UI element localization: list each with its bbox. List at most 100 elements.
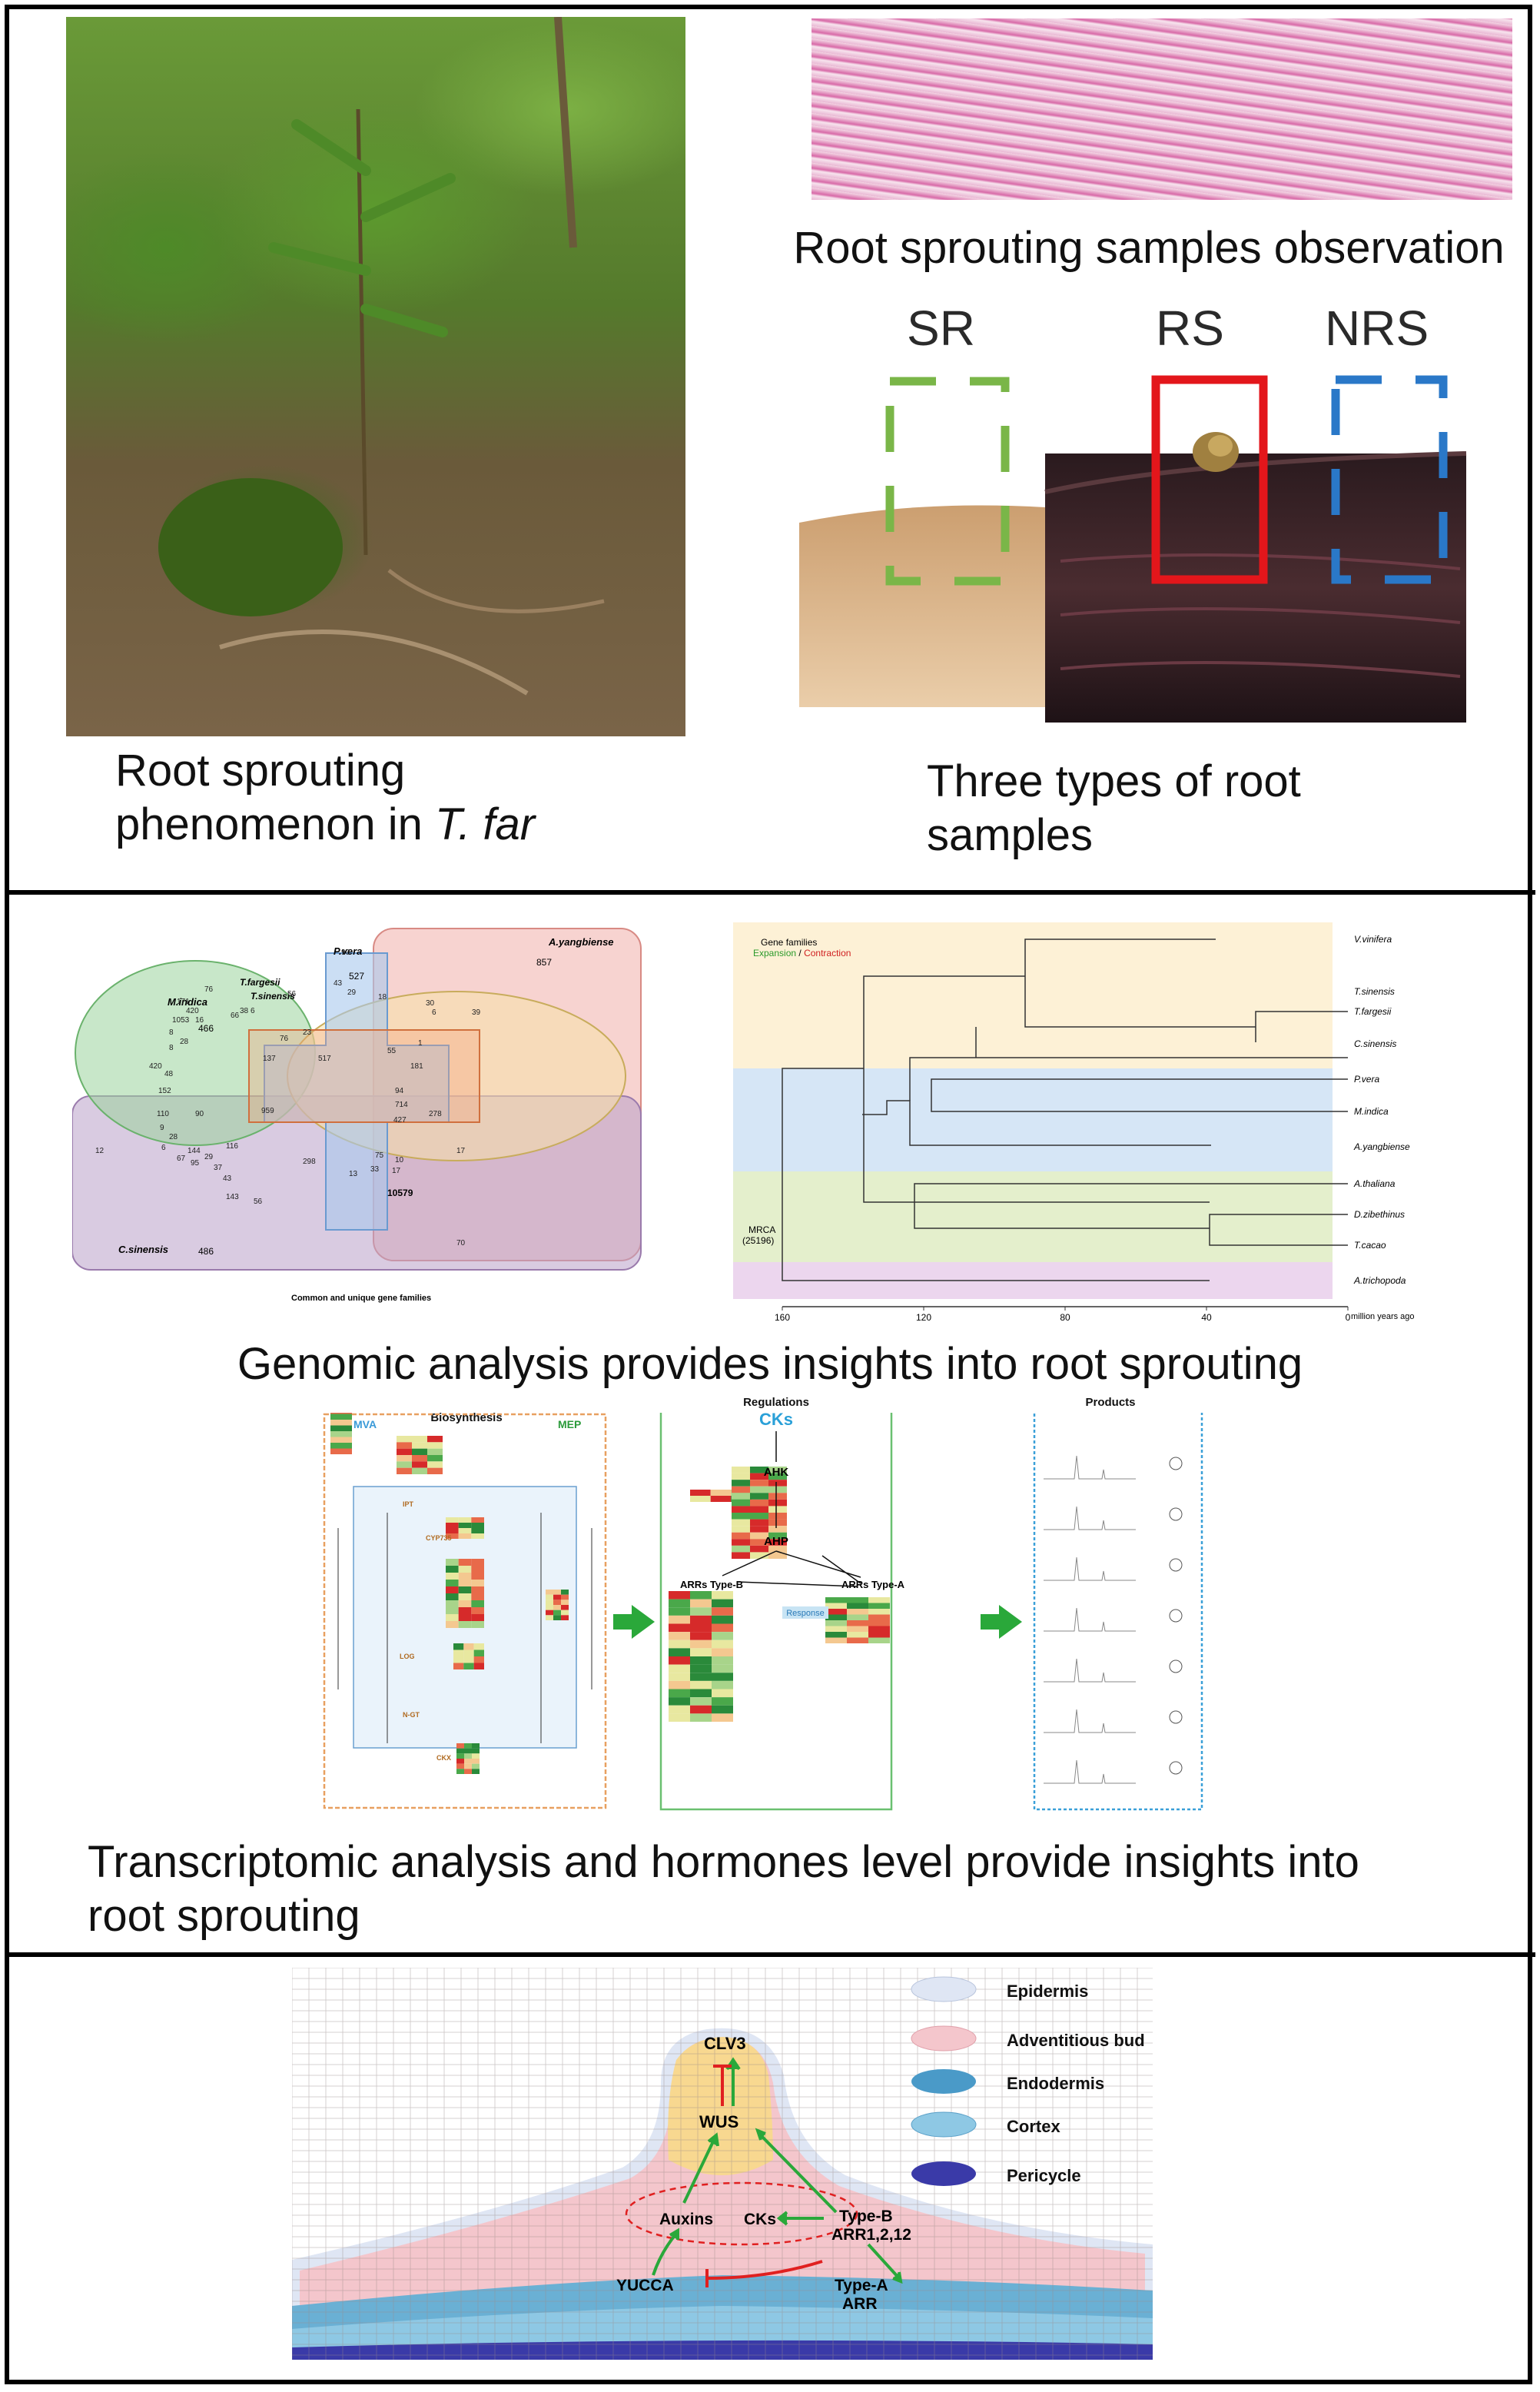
heatmap-cell (710, 1496, 732, 1502)
venn-count: 959 (261, 1107, 274, 1115)
mva-label: MVA (353, 1418, 377, 1430)
heatmap-cell (456, 1748, 464, 1754)
heatmap-cell (464, 1769, 472, 1774)
heatmap-cell (712, 1607, 733, 1616)
venn-count: 10 (395, 1156, 404, 1164)
enzyme-cyp735: CYP735 (426, 1534, 452, 1542)
chromatogram-trace (1044, 1658, 1136, 1683)
heatmap-cell (330, 1431, 352, 1437)
tree-axis-tick-label: 80 (1060, 1312, 1070, 1322)
venn-count: 278 (429, 1110, 442, 1118)
heatmap-cell (669, 1664, 690, 1673)
phylogenetic-tree: Gene families Expansion / Contraction V.… (733, 922, 1415, 1322)
heatmap-cell (768, 1545, 787, 1553)
venn-count: 144 (188, 1147, 201, 1155)
venn-count: 95 (191, 1159, 200, 1168)
chromatogram-trace (1044, 1506, 1136, 1530)
heatmap-cell (446, 1600, 459, 1607)
venn-count: 420 (186, 1007, 199, 1015)
heatmap-cell (768, 1552, 787, 1559)
heatmap-cell (561, 1594, 569, 1600)
heatmap-cell (712, 1705, 733, 1714)
heatmap-cell (732, 1513, 750, 1520)
heatmap-cell (446, 1573, 459, 1580)
venn-label-csinensis: C.sinensis (118, 1244, 168, 1255)
heatmap-cell (427, 1467, 443, 1474)
heatmap-cell (825, 1597, 847, 1603)
heatmap-cell (768, 1539, 787, 1546)
heatmap-cell (472, 1763, 480, 1769)
heatmap-cell (847, 1603, 868, 1609)
heatmap-cell (768, 1499, 787, 1507)
heatmap-cell (690, 1705, 712, 1714)
heatmap-cell (669, 1689, 690, 1698)
venn-count: 43 (223, 1174, 232, 1183)
venn-count: 56 (254, 1198, 263, 1206)
heatmap-cell (458, 1573, 472, 1580)
tree-root-label: MRCA (748, 1224, 775, 1235)
enzyme-ipt: IPT (403, 1500, 414, 1508)
heatmap-cell (690, 1680, 712, 1689)
heatmap-cell (750, 1545, 768, 1553)
heatmap-cell (768, 1506, 787, 1513)
heatmap-cell (712, 1591, 733, 1600)
heatmap-cell (458, 1580, 472, 1586)
venn-label-tsinensis: T.sinensis (251, 991, 295, 1002)
heatmap-cell (690, 1656, 712, 1665)
venn-count: 8 (169, 1044, 174, 1052)
mep-label: MEP (558, 1418, 581, 1430)
heatmap-cell (427, 1436, 443, 1443)
heatmap-cell (553, 1615, 561, 1620)
heatmap-cell (458, 1614, 472, 1621)
heatmap-cell (847, 1620, 868, 1626)
venn-count: 37 (214, 1164, 223, 1172)
heatmap-cell (750, 1513, 768, 1520)
heatmap-cell (732, 1499, 750, 1507)
heatmap-cell (690, 1490, 711, 1496)
venn-count: 30 (426, 999, 435, 1008)
heatmap-cell (825, 1603, 847, 1609)
divider-2 (5, 1952, 1535, 1957)
venn-label-pvera: P.vera (334, 945, 362, 957)
venn-count: 9 (160, 1124, 164, 1132)
swatch-adventitious-bud (911, 2025, 977, 2051)
venn-unique-ayangbiense: 857 (536, 957, 552, 968)
rs-box (1151, 375, 1268, 584)
divider-1 (5, 890, 1535, 895)
heatmap-cell (768, 1486, 787, 1493)
heatmap-cell (561, 1600, 569, 1605)
heatmap-cell (458, 1517, 472, 1523)
heatmap-cell (868, 1632, 890, 1638)
heatmap-cell (669, 1623, 690, 1633)
venn-count: 28 (180, 1038, 189, 1046)
heatmap-cell (561, 1610, 569, 1616)
heatmap-cell (453, 1649, 464, 1656)
heatmap-cell (750, 1480, 768, 1487)
heatmap-cell (553, 1590, 561, 1595)
heatmap-cell (768, 1467, 787, 1473)
venn-count: 28 (169, 1133, 178, 1141)
venn-core: 10579 (387, 1188, 413, 1198)
tree-band-3 (733, 1171, 1333, 1262)
node-response: Response (786, 1609, 825, 1618)
molecule-structure (1169, 1558, 1183, 1572)
heatmap-cell (732, 1539, 750, 1546)
heatmap-group (330, 1413, 890, 1774)
venn-count: 76 (204, 985, 214, 994)
heatmap-cell (768, 1519, 787, 1527)
legend-endodermis: Endodermis (1007, 2074, 1105, 2093)
venn-count: 171 (177, 998, 190, 1006)
products-chromatograms (1044, 1455, 1183, 1784)
heatmap-cell (330, 1448, 352, 1454)
heatmap-cell (750, 1473, 768, 1480)
sample-label-nrs: NRS (1325, 301, 1429, 356)
root-samples-photo (799, 432, 1467, 723)
venn-count: 38 (240, 1007, 249, 1015)
heatmap-cell (546, 1610, 553, 1616)
cytokinin-pathway-diagram: MVA MEP IPT CYP735 LOG N-GT CKX CKs AHK … (323, 1413, 1203, 1811)
node-ahk: AHK (764, 1466, 789, 1479)
molecule-structure (1169, 1659, 1183, 1673)
caption-root-sprouting: Root sprouting phenomenon in T. far (115, 746, 536, 849)
venn-unique-mindica: 466 (198, 1023, 214, 1034)
sr-box (885, 377, 1010, 586)
